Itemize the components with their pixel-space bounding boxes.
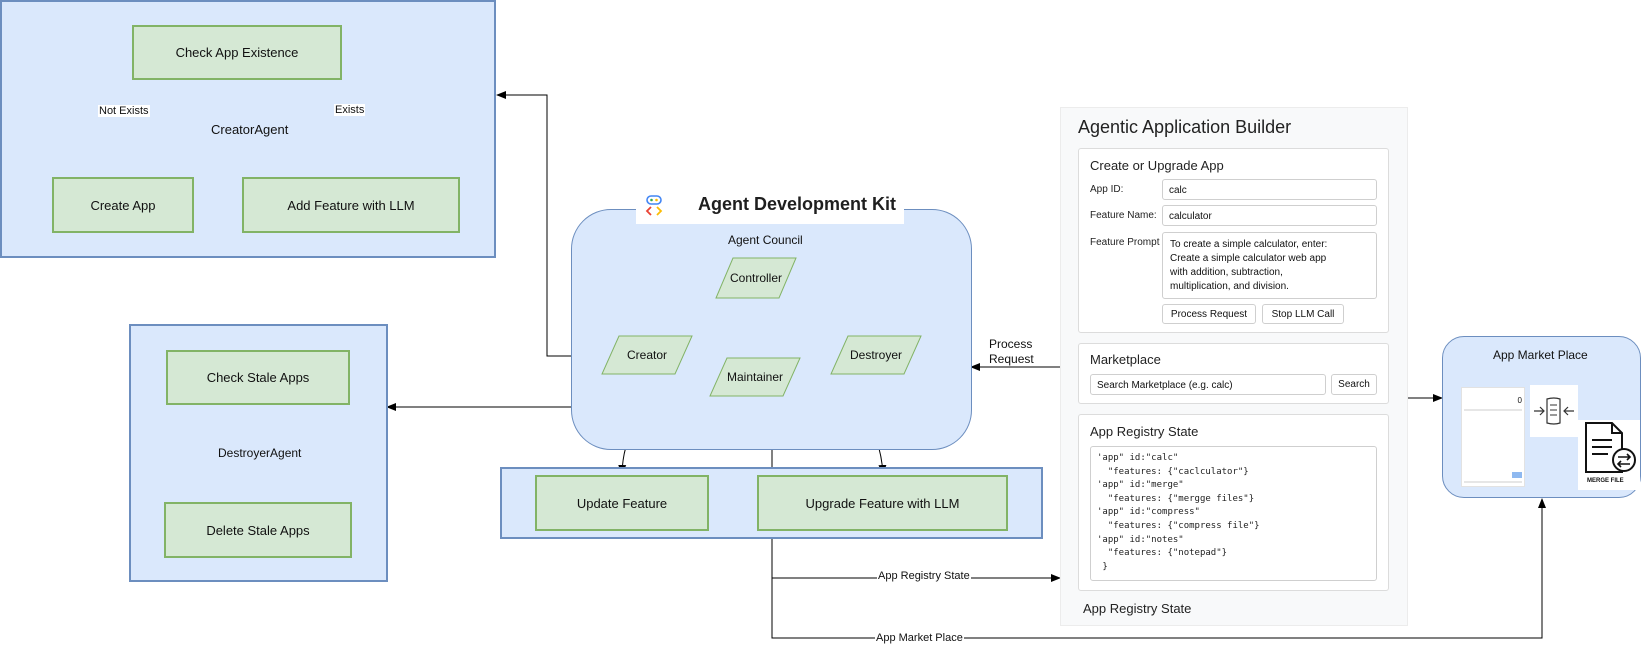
prompt-line: multiplication, and division.	[1170, 281, 1289, 292]
edge-label-not-exists: Not Exists	[98, 105, 150, 117]
stop-llm-call-button[interactable]: Stop LLM Call	[1262, 304, 1344, 324]
marketplace-search-input[interactable]: Search Marketplace (e.g. calc)	[1090, 374, 1326, 395]
merge-arrows-icon	[1534, 397, 1574, 425]
creator-label: Creator	[626, 348, 667, 362]
merge-file-thumbnail: MERGE FILE	[1578, 420, 1640, 490]
app-id-field[interactable]: calc	[1162, 179, 1377, 200]
maintainer-node	[709, 357, 801, 397]
creator-node	[601, 335, 693, 375]
registry-line: 'app" id:"compress"	[1097, 507, 1200, 518]
calculator-thumbnail: 0	[1461, 387, 1525, 487]
prompt-line: with addition, subtraction,	[1170, 267, 1283, 278]
edge-label-process: Process	[989, 337, 1033, 351]
feature-prompt-textarea[interactable]: To create a simple calculator, enter: Cr…	[1162, 232, 1377, 299]
app-market-place-title: App Market Place	[1493, 348, 1588, 362]
destroyer-agent-label: DestroyerAgent	[216, 446, 304, 460]
registry-output: 'app" id:"calc" "features: {"caclculator…	[1090, 446, 1377, 581]
app-id-label: App ID:	[1090, 184, 1124, 195]
agent-council-label: Agent Council	[728, 233, 803, 247]
controller-label: Controller	[729, 271, 783, 285]
feature-prompt-label: Feature Prompt	[1090, 237, 1160, 248]
controller-node	[715, 257, 797, 299]
marketplace-title: Marketplace	[1090, 352, 1161, 367]
app-builder-title: Agentic Application Builder	[1078, 117, 1292, 137]
destroyer-node	[830, 335, 922, 375]
registry-line: "features: {"compress file"}	[1097, 520, 1260, 531]
upgrade-feature-llm-box: Upgrade Feature with LLM	[757, 475, 1008, 531]
registry-title: App Registry State	[1090, 424, 1199, 439]
registry-line: }	[1097, 561, 1108, 572]
marketplace-search-button[interactable]: Search	[1331, 374, 1377, 395]
edge-label-request: Request	[989, 352, 1034, 366]
registry-footer-label: App Registry State	[1083, 601, 1192, 616]
agent-council-panel	[571, 209, 972, 450]
update-feature-box: Update Feature	[535, 475, 709, 531]
create-app-box: Create App	[52, 177, 194, 233]
registry-line: "features: {"notepad"}	[1097, 548, 1228, 559]
destroyer-label: Destroyer	[849, 348, 902, 362]
edge-market-place	[771, 498, 1546, 639]
adk-header	[636, 192, 904, 224]
check-app-existence-box: Check App Existence	[132, 25, 342, 80]
prompt-line: Create a simple calculator web app	[1170, 253, 1327, 264]
create-upgrade-title: Create or Upgrade App	[1090, 158, 1224, 173]
registry-line: 'app" id:"calc"	[1097, 453, 1179, 463]
calculator-display: 0	[1517, 396, 1522, 405]
feature-name-field[interactable]: calculator	[1162, 205, 1377, 226]
merge-arrows-thumbnail	[1530, 385, 1578, 437]
registry-line: 'app" id:"merge"	[1097, 480, 1184, 491]
adk-title: Agent Development Kit	[698, 194, 897, 214]
process-request-button[interactable]: Process Request	[1162, 304, 1256, 324]
delete-stale-apps-box: Delete Stale Apps	[164, 502, 352, 558]
feature-name-label: Feature Name:	[1090, 210, 1157, 221]
registry-line: "features: {"caclculator"}	[1097, 466, 1249, 477]
calculator-keypad-icon	[1464, 409, 1522, 483]
edge-label-exists: Exists	[334, 104, 366, 116]
maintainer-label: Maintainer	[726, 370, 784, 384]
registry-line: 'app" id:"notes"	[1097, 534, 1184, 545]
creator-agent-label: CreatorAgent	[211, 122, 289, 137]
registry-line: "features: {"mergge files"}	[1097, 493, 1255, 504]
merge-file-label: MERGE FILE	[1587, 478, 1624, 484]
prompt-line: To create a simple calculator, enter:	[1170, 239, 1328, 250]
merge-file-icon	[1585, 422, 1636, 473]
edge-label-app-registry-state: App Registry State	[877, 570, 971, 582]
adk-logo-icon	[645, 195, 663, 216]
edge-label-app-market-place: App Market Place	[875, 632, 964, 644]
check-stale-apps-box: Check Stale Apps	[166, 350, 350, 405]
add-feature-llm-box: Add Feature with LLM	[242, 177, 460, 233]
